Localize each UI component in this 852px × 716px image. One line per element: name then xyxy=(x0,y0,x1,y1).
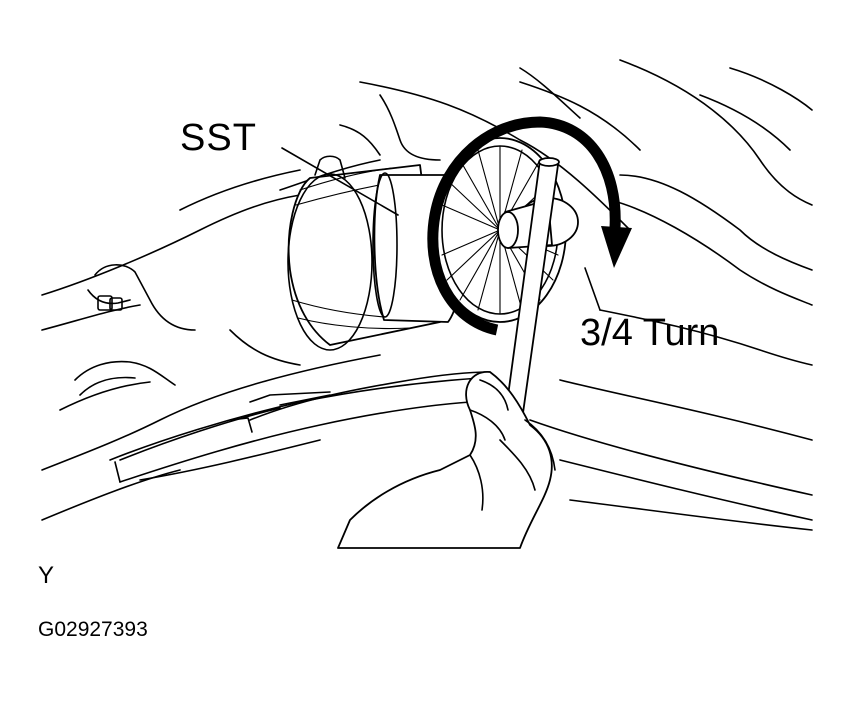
view-letter: Y xyxy=(38,562,55,589)
clockwise-arrow-icon xyxy=(427,116,632,336)
hose-left xyxy=(74,264,196,396)
turn-label: 3/4 Turn xyxy=(580,312,720,354)
hand xyxy=(337,371,556,549)
figure-code: G02927393 xyxy=(38,618,148,641)
lower-tube xyxy=(109,377,481,483)
sst-label: SST xyxy=(180,117,257,159)
engine-bay-background xyxy=(41,59,813,531)
leader-lines xyxy=(281,147,601,311)
